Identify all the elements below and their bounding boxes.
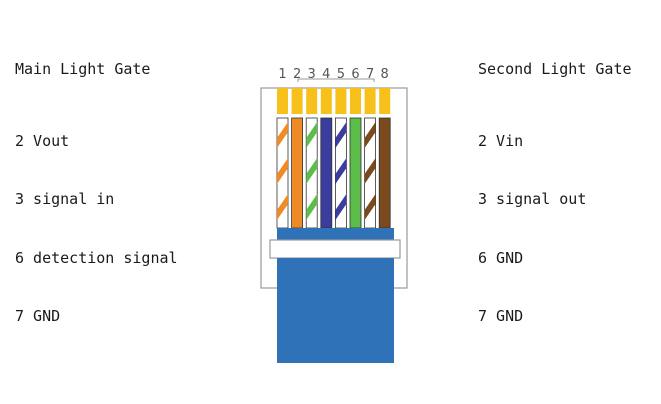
cable-collar bbox=[277, 228, 394, 240]
cable-boot bbox=[277, 258, 394, 363]
wire-strand bbox=[291, 117, 303, 229]
wire-strand bbox=[364, 117, 376, 229]
pin-bracket bbox=[297, 78, 375, 82]
main-light-gate-panel: Main Light Gate 2 Vout 3 signal in 6 det… bbox=[15, 21, 178, 346]
pin-contact bbox=[306, 88, 318, 114]
wire-strand bbox=[378, 117, 391, 229]
main-pin-line: 2 Vout bbox=[15, 131, 70, 150]
second-pin-line: 7 GND bbox=[478, 307, 524, 325]
second-pin-line: 2 Vin bbox=[478, 131, 524, 150]
pin-contact bbox=[350, 88, 361, 114]
wire-strand bbox=[349, 117, 362, 229]
pin-contact bbox=[320, 88, 332, 114]
second-light-gate-title: Second Light Gate bbox=[478, 60, 632, 78]
pin-number-label: 2 bbox=[293, 67, 301, 82]
pin-contact bbox=[364, 88, 376, 114]
pin-number-label: 8 bbox=[381, 67, 389, 82]
pin-number-label: 7 bbox=[366, 67, 374, 82]
wire-strand bbox=[305, 117, 318, 229]
wire-strand bbox=[320, 117, 333, 229]
pin-contact bbox=[335, 88, 347, 114]
pin-contact bbox=[277, 88, 288, 114]
wire-strand bbox=[276, 117, 289, 229]
pin-contact bbox=[379, 88, 391, 114]
second-pin-line: 6 GND bbox=[478, 248, 524, 267]
pin-number-label: 1 bbox=[278, 67, 286, 82]
pin-contact bbox=[291, 88, 303, 114]
main-pin-line: 6 detection signal bbox=[15, 248, 178, 267]
pin-number-label: 4 bbox=[322, 67, 330, 82]
main-pin-line: 3 signal in bbox=[15, 190, 115, 208]
main-light-gate-title: Main Light Gate bbox=[15, 60, 151, 78]
second-light-gate-panel: Second Light Gate 2 Vin 3 signal out 6 G… bbox=[478, 21, 632, 346]
main-pin-line: 7 GND bbox=[15, 307, 61, 325]
pin-number-label: 5 bbox=[337, 67, 345, 82]
latch-band bbox=[269, 239, 401, 259]
pin-number-label: 6 bbox=[351, 67, 359, 82]
second-pin-line: 3 signal out bbox=[478, 190, 587, 208]
pin-number-label: 3 bbox=[308, 67, 316, 82]
